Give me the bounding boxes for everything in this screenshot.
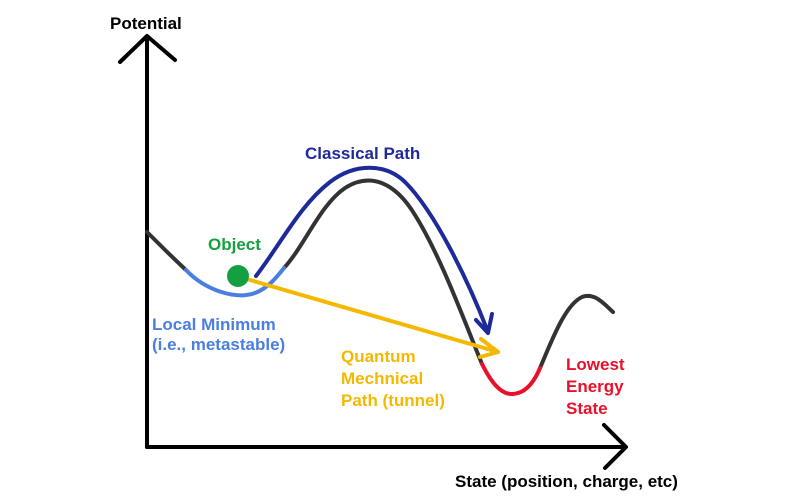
lowest-energy-label: Lowest Energy State bbox=[566, 355, 625, 418]
quantum-path-arrow bbox=[248, 278, 500, 354]
classical-path-label: Classical Path bbox=[305, 144, 420, 163]
quantum-path-label: Quantum Mechnical Path (tunnel) bbox=[341, 347, 445, 410]
curve-right-segment bbox=[538, 293, 615, 370]
object-label: Object bbox=[208, 235, 261, 254]
curve-barrier-segment bbox=[282, 178, 484, 366]
local-minimum-label: Local Minimum (i.e., metastable) bbox=[152, 315, 285, 354]
x-axis-arrowhead bbox=[602, 423, 628, 470]
quantum-label-line2: Mechnical bbox=[341, 369, 423, 388]
x-axis-label: State (position, charge, etc) bbox=[455, 472, 678, 491]
curve-left-segment bbox=[145, 230, 188, 272]
quantum-label-line3: Path (tunnel) bbox=[341, 391, 445, 410]
lowest-label-line2: Energy bbox=[566, 377, 624, 396]
local-minimum-label-line2: (i.e., metastable) bbox=[152, 335, 285, 354]
quantum-label-line1: Quantum bbox=[341, 347, 416, 366]
y-axis-label: Potential bbox=[110, 14, 182, 33]
axes bbox=[118, 34, 628, 470]
lowest-energy-segment bbox=[480, 362, 542, 396]
potential-curve bbox=[145, 178, 615, 370]
local-minimum-label-line1: Local Minimum bbox=[152, 315, 276, 334]
lowest-label-line3: State bbox=[566, 399, 608, 418]
local-minimum-segment bbox=[184, 266, 286, 298]
object-ball bbox=[227, 265, 249, 287]
lowest-label-line1: Lowest bbox=[566, 355, 625, 374]
classical-path-arrowhead bbox=[474, 312, 494, 335]
classical-path-arrow bbox=[254, 165, 490, 334]
y-axis-arrowhead bbox=[118, 34, 177, 64]
quantum-path-arrowhead bbox=[478, 337, 500, 359]
